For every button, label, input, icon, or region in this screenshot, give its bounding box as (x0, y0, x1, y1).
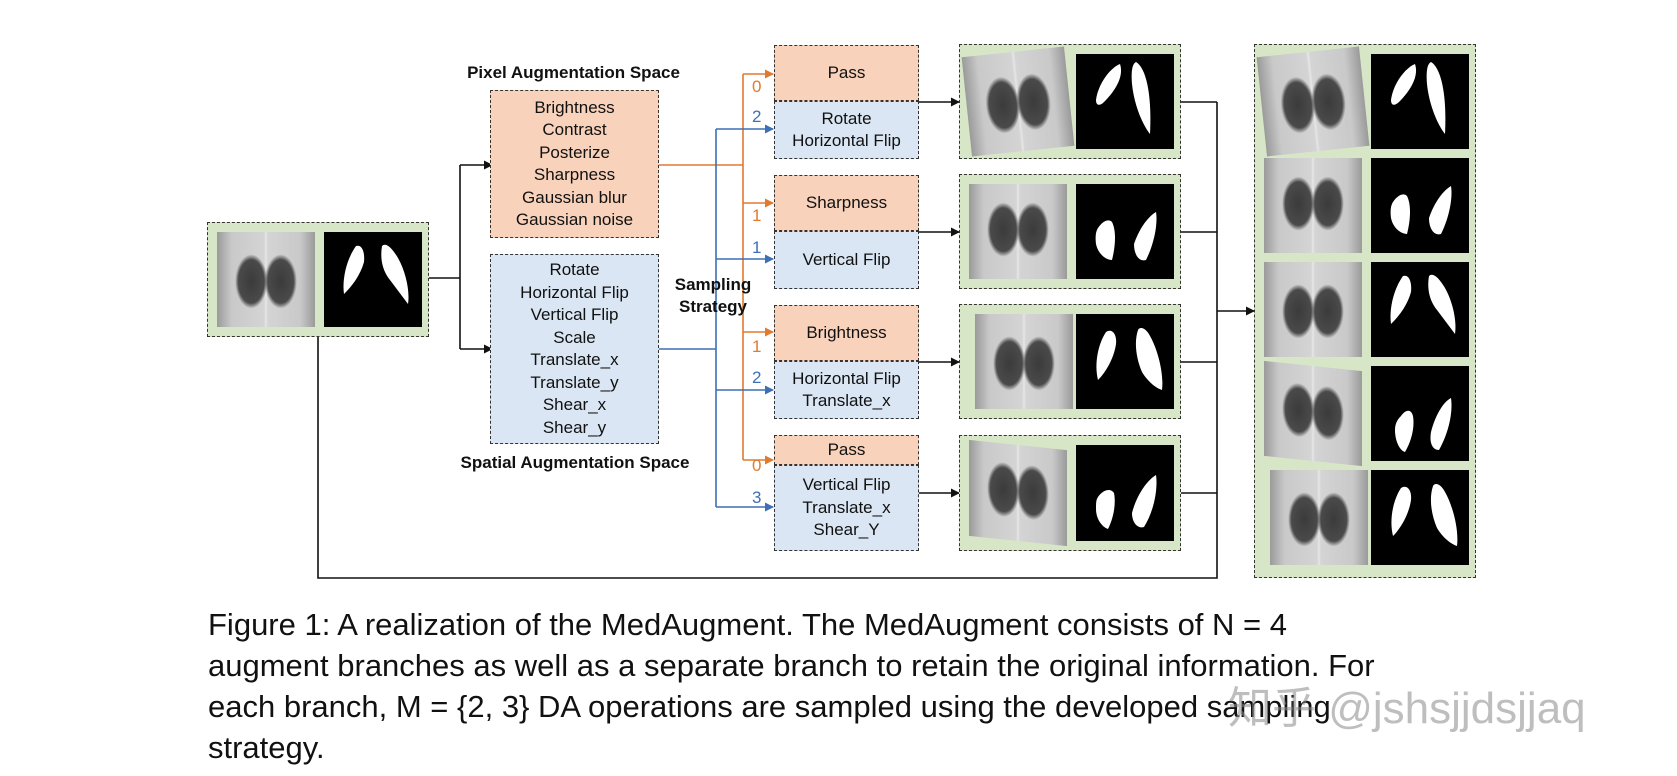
branch-4-pixel-count: 0 (752, 456, 762, 475)
output-lung-mask (1371, 158, 1469, 253)
pixel-space-title: Pixel Augmentation Space (467, 63, 680, 82)
sampling-strategy-label: Sampling Strategy (668, 274, 758, 318)
input-to-spaces-arrows (427, 160, 493, 354)
branch-4-spatial-count: 3 (752, 488, 762, 507)
branch-op: Horizontal Flip (792, 131, 901, 150)
branch-op: Rotate (821, 108, 872, 128)
output-lung-mask (1371, 366, 1469, 461)
spatial-augmentation-space: Rotate Horizontal Flip Vertical Flip Sca… (490, 254, 659, 444)
output-lung-mask (1371, 470, 1469, 565)
branch-op: Vertical Flip (802, 249, 891, 269)
branch-2-spatial-ops: Vertical Flip (774, 231, 919, 289)
branch-4-pixel-ops: Pass (774, 435, 919, 465)
branch-4-spatial-ops: Vertical Flip Translate_x Shear_Y (774, 465, 919, 551)
branch-op: Shear_Y (813, 520, 880, 540)
pixel-op: Sharpness (533, 165, 616, 184)
sampling-label-line: Sampling (674, 275, 752, 294)
output-xray-image (1264, 158, 1362, 253)
zhihu-watermark: 知乎 @jshsjjdsjjaq (1228, 684, 1586, 733)
pixel-augmentation-space: Brightness Contrast Posterize Sharpness … (490, 90, 659, 238)
augmented-lung-mask (1076, 184, 1174, 279)
branch-2-pixel-ops: Sharpness (774, 175, 919, 231)
input-lung-mask (324, 232, 422, 327)
spatial-op: Translate_x (530, 350, 619, 369)
augmented-pair-1 (959, 44, 1181, 159)
augmented-xray-image (969, 184, 1067, 279)
augmented-xray-image (975, 314, 1073, 409)
branch-op: Translate_x (802, 391, 891, 410)
caption-line: strategy. (208, 730, 325, 765)
caption-line: Figure 1: A realization of the MedAugmen… (208, 607, 1287, 642)
caption-line: augment branches as well as a separate b… (208, 648, 1375, 683)
branch-op: Vertical Flip (802, 475, 891, 495)
augmented-xray-image (969, 439, 1067, 547)
output-xray-image (1256, 46, 1370, 157)
augmented-pair-2 (959, 174, 1181, 289)
augmented-lung-mask (1076, 54, 1174, 149)
output-xray-image (1270, 470, 1368, 565)
branch-2-spatial-count: 1 (752, 238, 762, 257)
augmented-lung-mask (1076, 314, 1174, 409)
output-lung-mask (1371, 54, 1469, 149)
pixel-op: Brightness (534, 97, 615, 117)
branch-3-pixel-ops: Brightness (774, 305, 919, 361)
pixel-op: Gaussian noise (515, 210, 634, 229)
sampling-label-line: Strategy (678, 297, 748, 316)
input-image-pair (207, 222, 429, 337)
branch-op: Brightness (806, 322, 887, 342)
caption-line: each branch, M = {2, 3} DA operations ar… (208, 689, 1331, 724)
augmented-pair-4 (959, 435, 1181, 551)
output-xray-image (1264, 262, 1362, 357)
spatial-op: Vertical Flip (530, 305, 619, 324)
branch-1-pixel-ops: Pass (774, 45, 919, 101)
augmented-pair-3 (959, 304, 1181, 419)
branch-3-spatial-count: 2 (752, 368, 762, 387)
spatial-op: Rotate (549, 260, 600, 279)
branch-1-spatial-ops: Rotate Horizontal Flip (774, 101, 919, 159)
spatial-op: Horizontal Flip (520, 282, 629, 302)
spatial-space-title: Spatial Augmentation Space (460, 453, 690, 472)
branch-3-spatial-ops: Horizontal Flip Translate_x (774, 361, 919, 419)
input-xray-image (217, 232, 315, 327)
branch-op: Translate_x (802, 497, 891, 517)
original-branch-line (317, 102, 1218, 579)
branch-op: Sharpness (805, 192, 888, 212)
augmented-lung-mask (1076, 445, 1174, 541)
spatial-op: Scale (553, 327, 596, 347)
branch-1-pixel-count: 0 (752, 77, 762, 96)
branch-2-pixel-count: 1 (752, 206, 762, 225)
pixel-sampling-arrows (659, 69, 774, 465)
spatial-op: Translate_y (530, 372, 619, 392)
branch-1-spatial-count: 2 (752, 107, 762, 126)
spatial-op: Shear_x (542, 395, 607, 414)
pixel-op: Posterize (539, 142, 610, 162)
figure-caption: Figure 1: A realization of the MedAugmen… (208, 604, 1486, 768)
branch-3-pixel-count: 1 (752, 337, 762, 356)
branch-op: Pass (827, 62, 866, 82)
augmented-xray-image (961, 46, 1075, 157)
pixel-op: Contrast (542, 120, 607, 139)
branch-op: Horizontal Flip (792, 368, 901, 388)
output-image-column (1254, 44, 1476, 578)
spatial-op: Shear_y (542, 417, 607, 437)
output-xray-image (1264, 360, 1362, 467)
image-to-output-arrows (1181, 101, 1255, 494)
spatial-sampling-arrows (659, 124, 774, 512)
branch-op: Pass (827, 439, 866, 459)
output-lung-mask (1371, 262, 1469, 357)
pixel-op: Gaussian blur (522, 187, 627, 207)
ops-to-image-arrows (918, 97, 960, 498)
